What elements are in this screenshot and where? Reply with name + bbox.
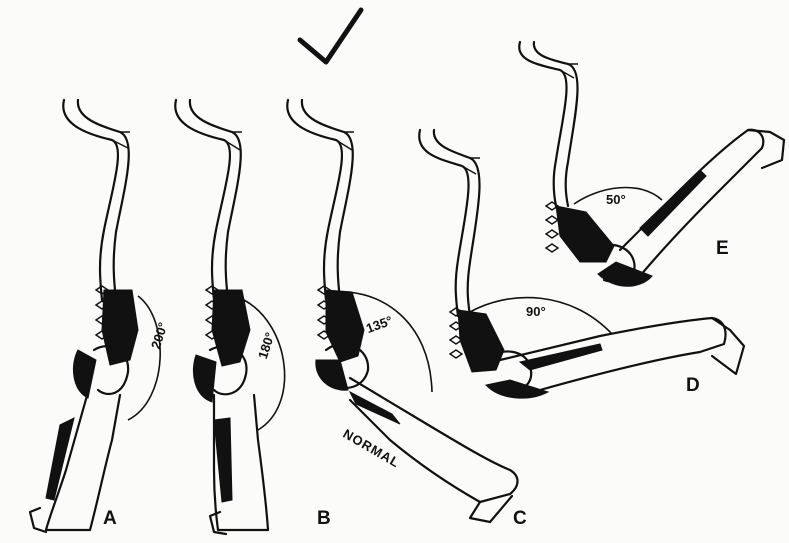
panel-label-e: E (716, 238, 729, 260)
limb-c (287, 100, 517, 522)
panel-label-a: A (103, 508, 117, 530)
angle-label-e: 50° (606, 192, 626, 207)
limb-a (30, 100, 160, 532)
angle-label-d: 90° (526, 304, 546, 319)
panel-label-c: C (513, 508, 527, 530)
checkmark-icon (300, 10, 361, 62)
panel-label-b: B (317, 508, 331, 530)
limb-e (519, 42, 784, 286)
limb-b (175, 100, 284, 534)
limb-d (419, 130, 744, 398)
panel-label-d: D (686, 375, 700, 397)
